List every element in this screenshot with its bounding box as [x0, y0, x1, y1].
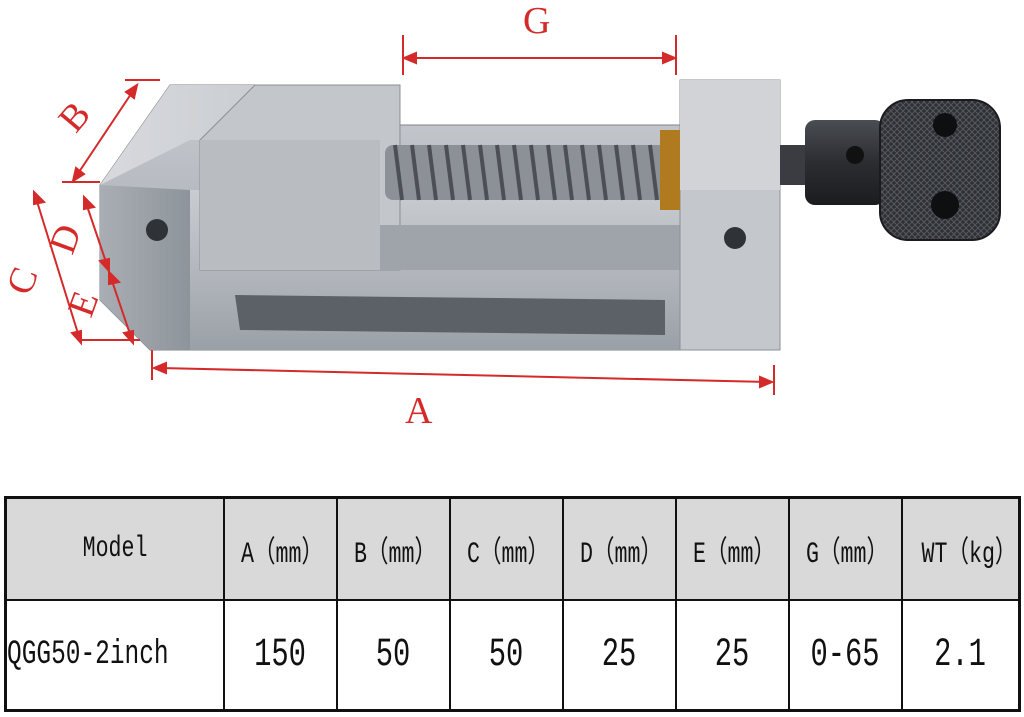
cell-g: 0-65	[787, 599, 903, 712]
spec-table: Model A（mm） B（mm） C（mm） D（mm） E（mm） G（mm…	[4, 496, 1021, 712]
header-b: B（mm）	[335, 496, 451, 601]
cell-e: 25	[674, 599, 790, 712]
table-row: QGG50-2inch 150 50 50 25 25 0-65 2.1	[4, 599, 1021, 712]
cell-c: 50	[448, 599, 564, 712]
vise-illustration	[33, 35, 1001, 395]
header-c: C（mm）	[448, 496, 564, 601]
header-a: A（mm）	[222, 496, 338, 601]
cell-d: 25	[561, 599, 677, 712]
handwheel-knob	[780, 99, 1001, 241]
spec-table-header: Model A（mm） B（mm） C（mm） D（mm） E（mm） G（mm…	[4, 496, 1021, 601]
header-e: E（mm）	[674, 496, 790, 601]
header-row: Model A（mm） B（mm） C（mm） D（mm） E（mm） G（mm…	[4, 496, 1021, 601]
spec-table-body: QGG50-2inch 150 50 50 25 25 0-65 2.1	[4, 599, 1021, 712]
lead-screw	[385, 130, 680, 210]
dimension-label-g: G	[523, 0, 551, 42]
cell-a: 150	[222, 599, 338, 712]
header-g: G（mm）	[787, 496, 903, 601]
vise-diagram: G A B C D E	[0, 0, 1001, 432]
dimension-lines	[33, 35, 775, 395]
cell-b: 50	[335, 599, 451, 712]
header-model: Model	[4, 496, 225, 601]
header-weight: WT（kg）	[900, 496, 1021, 601]
cell-weight: 2.1	[900, 599, 1021, 712]
dimension-label-a: A	[405, 390, 433, 432]
vise-body	[99, 79, 781, 351]
cell-model: QGG50-2inch	[4, 599, 225, 712]
header-d: D（mm）	[561, 496, 677, 601]
